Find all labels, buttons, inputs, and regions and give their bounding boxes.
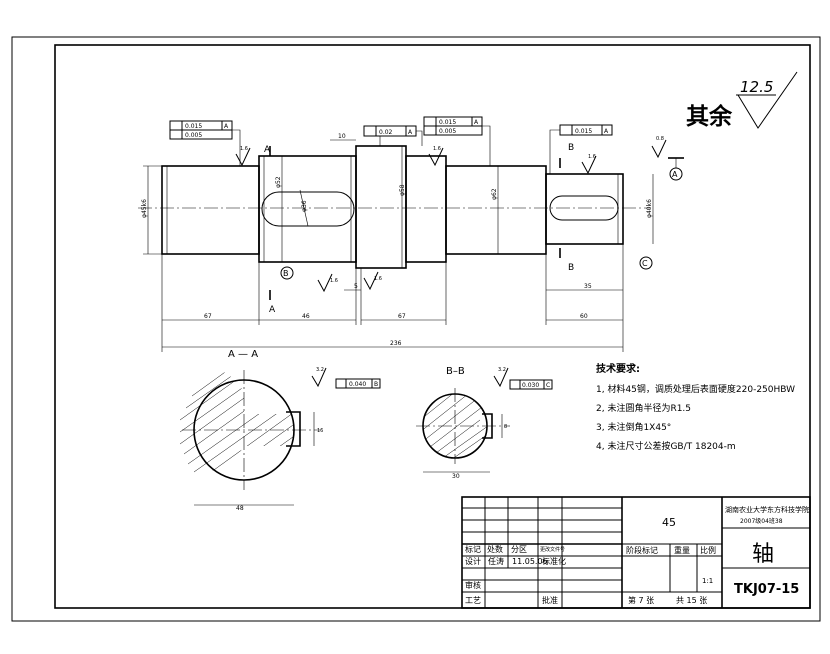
tb-school: 湖南农业大学东方科技学院 bbox=[725, 505, 809, 514]
tol-sec-b-sym: 0.030 bbox=[522, 382, 539, 389]
dim-l2: 46 bbox=[302, 313, 310, 320]
tb-h-process: 工艺 bbox=[465, 596, 481, 605]
datum-symbols: A B C bbox=[280, 157, 684, 280]
section-aa: A — A 48 16 0.040 B bbox=[179, 349, 381, 512]
dim-l3: 67 bbox=[398, 313, 406, 320]
tolerance-frames-main: 0.015 A 0.005 0.02 A 0.015 A 0.005 0.015… bbox=[169, 116, 613, 174]
datum-b: B bbox=[283, 269, 289, 278]
tb-h-weight: 重量 bbox=[674, 545, 690, 555]
dim-l4: 60 bbox=[580, 313, 588, 320]
tech-item-3: 3, 未注倒角1X45° bbox=[596, 421, 671, 433]
dim-l6: 10 bbox=[338, 133, 346, 140]
tol-f3-runout: 0.015 bbox=[439, 119, 456, 126]
tol-f2-datum: A bbox=[408, 129, 413, 136]
rough-r5: 1.6 bbox=[330, 278, 338, 284]
sheet-border bbox=[11, 36, 821, 622]
tb-h-approve: 批准 bbox=[542, 595, 558, 605]
tb-date: 11.05.06 bbox=[512, 557, 548, 566]
section-b-bottom: B bbox=[568, 263, 574, 273]
tb-material: 45 bbox=[662, 516, 676, 529]
tb-designer: 任涛 bbox=[488, 556, 504, 566]
datum-a: A bbox=[672, 170, 678, 179]
length-dimensions: 67 46 67 60 35 10 5 236 bbox=[161, 133, 624, 352]
tb-h-count: 处数 bbox=[487, 544, 503, 554]
rough-r6: 3.2 bbox=[316, 367, 324, 373]
dim-l1: 67 bbox=[204, 313, 212, 320]
tb-h-design: 设计 bbox=[465, 556, 481, 566]
tol-sec-a-datum: B bbox=[374, 381, 378, 388]
roughness-symbol bbox=[736, 71, 798, 129]
section-markers: A A B B bbox=[264, 143, 574, 315]
section-b-top: B bbox=[568, 143, 574, 153]
tb-h-mark: 标记 bbox=[465, 544, 481, 554]
tol-f3-datum: A bbox=[474, 119, 479, 126]
drawing-frame bbox=[54, 44, 811, 609]
tech-item-1: 1, 材料45钢，调质处理后表面硬度220-250HBW bbox=[596, 383, 795, 395]
tb-sheet-current: 第 7 张 bbox=[628, 595, 654, 605]
dim-d2: φ52 bbox=[275, 176, 282, 188]
datum-c: C bbox=[642, 259, 648, 268]
tb-class: 2007级04班38 bbox=[740, 517, 783, 525]
section-aa-title: A — A bbox=[228, 349, 258, 360]
dim-l5: 35 bbox=[584, 283, 592, 290]
dim-d3: φ58 bbox=[399, 184, 406, 196]
section-a-top: A bbox=[264, 145, 271, 155]
shaft-main-view bbox=[138, 145, 650, 269]
tech-item-4: 4, 未注尺寸公差按GB/T 18204-m bbox=[596, 440, 736, 452]
tol-f4-runout: 0.015 bbox=[575, 128, 592, 135]
general-roughness: 其余 12.5 bbox=[686, 71, 798, 130]
sec-aa-width: 48 bbox=[236, 505, 244, 512]
sec-bb-width: 30 bbox=[452, 473, 460, 480]
tb-scale: 1:1 bbox=[702, 577, 713, 585]
diameter-dimensions: φ45k6 φ52 φ58 φ62 φ40k6 φ36 bbox=[141, 146, 654, 268]
dim-total: 236 bbox=[390, 340, 402, 347]
rough-r4: 0.8 bbox=[656, 136, 664, 142]
tb-part-name: 轴 bbox=[752, 542, 774, 567]
tb-h-stage: 阶段标记 bbox=[626, 545, 658, 555]
dim-d6: φ36 bbox=[301, 200, 308, 212]
tol-f1-datum: A bbox=[224, 123, 229, 130]
rough-r3: 1.6 bbox=[588, 154, 596, 160]
tb-h-zone: 分区 bbox=[511, 545, 527, 554]
rough-r5b: 1.6 bbox=[374, 276, 382, 282]
tol-f4-datum: A bbox=[604, 128, 609, 135]
surface-roughness-marks: 1.6 1.6 1.6 0.8 1.6 1.6 bbox=[235, 136, 667, 293]
section-a-bottom: A bbox=[269, 305, 276, 315]
tol-f1-total: 0.005 bbox=[185, 132, 202, 139]
sec-bb-key: 8 bbox=[504, 424, 507, 430]
section-bb-title: B–B bbox=[446, 366, 465, 377]
tech-heading: 技术要求: bbox=[596, 362, 640, 375]
sec-aa-key: 16 bbox=[317, 428, 323, 434]
tol-f1-runout: 0.015 bbox=[185, 123, 202, 130]
rough-r7: 3.2 bbox=[498, 367, 506, 373]
tol-f3-total: 0.005 bbox=[439, 128, 456, 135]
roughness-value: 12.5 bbox=[740, 78, 773, 96]
dim-d1: φ45k6 bbox=[141, 199, 148, 218]
roughness-label: 其余 bbox=[686, 103, 733, 130]
technical-requirements: 技术要求: 1, 材料45钢，调质处理后表面硬度220-250HBW 2, 未注… bbox=[596, 362, 795, 452]
tb-h-docno: 更改文件号 bbox=[540, 546, 565, 553]
tb-h-std: 标准化 bbox=[542, 556, 566, 566]
tol-f2-runout: 0.02 bbox=[379, 129, 393, 136]
dim-d4: φ62 bbox=[491, 188, 498, 200]
tol-sec-a-sym: 0.040 bbox=[349, 381, 366, 388]
section-bb: B–B 30 8 0.030 C 3.2 bbox=[416, 366, 553, 480]
rough-r1: 1.6 bbox=[240, 146, 248, 152]
rough-r2: 1.6 bbox=[433, 146, 441, 152]
tb-sheet-total: 共 15 张 bbox=[676, 596, 707, 605]
title-block: 标记 处数 分区 更改文件号 设计 任涛 11.05.06 标准化 审核 工艺 … bbox=[461, 496, 811, 609]
tb-h-review: 审核 bbox=[465, 580, 481, 590]
tol-sec-b-datum: C bbox=[546, 382, 550, 389]
tb-drawing-no: TKJ07-15 bbox=[734, 582, 799, 597]
tb-h-scale: 比例 bbox=[700, 545, 716, 555]
dim-d5: φ40k6 bbox=[646, 199, 653, 218]
tech-item-2: 2, 未注圆角半径为R1.5 bbox=[596, 402, 691, 414]
